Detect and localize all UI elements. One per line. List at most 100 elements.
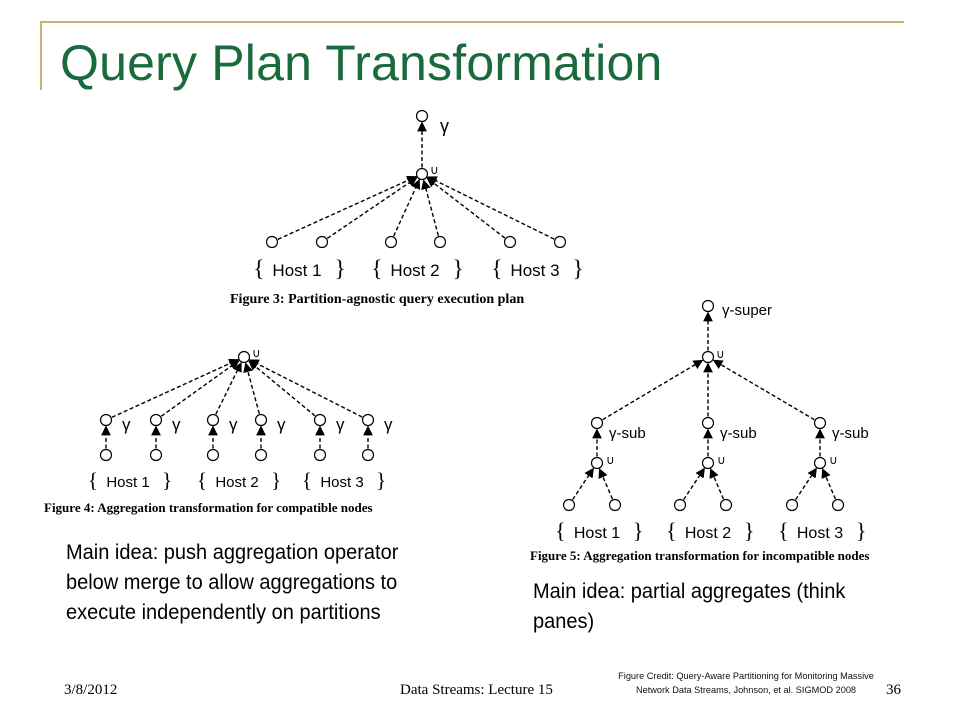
plan-arrow bbox=[248, 359, 363, 418]
plan-arrow bbox=[326, 177, 418, 239]
plan-node bbox=[701, 456, 715, 470]
plan-node bbox=[206, 413, 220, 427]
plan-node bbox=[785, 498, 799, 512]
plan-arrow bbox=[712, 359, 815, 421]
plan-node bbox=[590, 456, 604, 470]
host-label: Host 3 bbox=[510, 261, 559, 280]
gamma-sub-label: γ-sub bbox=[720, 425, 757, 442]
brace-close: } bbox=[376, 468, 386, 492]
brace-open: { bbox=[778, 518, 789, 543]
main-idea-right-line: panes) bbox=[533, 609, 595, 633]
gamma-super-label: γ-super bbox=[722, 302, 772, 319]
plan-arrow bbox=[602, 359, 704, 421]
plan-node bbox=[813, 416, 827, 430]
plan-arrow bbox=[795, 467, 817, 500]
host-label: Host 1 bbox=[272, 261, 321, 280]
brace-close: } bbox=[453, 256, 464, 281]
slide-frame-left bbox=[40, 21, 42, 90]
union-symbol: ∪ bbox=[430, 163, 439, 177]
plan-arrow bbox=[683, 467, 705, 500]
footer-title: Data Streams: Lecture 15 bbox=[400, 682, 553, 698]
main-idea-left: Main idea: push aggregation operator bel… bbox=[66, 537, 398, 627]
plan-node bbox=[503, 235, 517, 249]
main-idea-left-line: execute independently on partitions bbox=[66, 600, 381, 624]
figure-credit-line: Figure Credit: Query-Aware Partitioning … bbox=[618, 671, 874, 681]
host-label: Host 2 bbox=[215, 474, 258, 491]
main-idea-right: Main idea: partial aggregates (think pan… bbox=[533, 576, 845, 636]
plan-arrow bbox=[598, 468, 614, 500]
plan-node bbox=[361, 448, 375, 462]
plan-node bbox=[149, 448, 163, 462]
plan-arrow bbox=[421, 179, 440, 236]
brace-close: } bbox=[335, 256, 346, 281]
figure-5-caption: Figure 5: Aggregation transformation for… bbox=[530, 548, 869, 563]
figure-credit: Figure Credit: Query-Aware Partitioning … bbox=[611, 669, 881, 697]
plan-arrow bbox=[111, 358, 239, 418]
main-idea-left-line: Main idea: push aggregation operator bbox=[66, 540, 399, 564]
brace-open: { bbox=[197, 468, 207, 492]
plan-node bbox=[254, 413, 268, 427]
union-symbol: ∪ bbox=[606, 453, 615, 467]
plan-node bbox=[265, 235, 279, 249]
union-symbol: ∪ bbox=[716, 347, 725, 361]
plan-node bbox=[673, 498, 687, 512]
plan-node bbox=[361, 413, 375, 427]
union-symbol: ∪ bbox=[252, 346, 261, 360]
plan-node bbox=[433, 235, 447, 249]
plan-arrow bbox=[160, 360, 240, 417]
gamma-sub-label: γ-sub bbox=[832, 425, 869, 442]
host-label: Host 3 bbox=[320, 474, 363, 491]
slide-title: Query Plan Transformation bbox=[60, 35, 663, 91]
brace-open: { bbox=[555, 518, 566, 543]
host-label: Host 2 bbox=[390, 261, 439, 280]
plan-node bbox=[315, 235, 329, 249]
plan-arrow bbox=[243, 362, 260, 414]
host-label: Host 2 bbox=[685, 525, 731, 542]
brace-open: { bbox=[302, 468, 312, 492]
plan-arrow bbox=[821, 468, 837, 500]
plan-node bbox=[701, 416, 715, 430]
plan-arrow bbox=[393, 179, 421, 237]
plan-arrow bbox=[248, 360, 316, 417]
brace-close: } bbox=[856, 518, 867, 543]
brace-close: } bbox=[162, 468, 172, 492]
figure-5: γ-super∪γ-sub∪{Host 1}γ-sub∪{Host 2}γ-su… bbox=[555, 299, 869, 543]
figure-3-caption: Figure 3: Partition-agnostic query execu… bbox=[230, 292, 524, 307]
plan-node bbox=[701, 299, 715, 313]
gamma-label: γ bbox=[122, 415, 131, 434]
figure-3: γ∪{Host 1}{Host 2}{Host 3} bbox=[253, 109, 584, 281]
plan-node bbox=[384, 235, 398, 249]
gamma-label: γ bbox=[172, 415, 181, 434]
plan-node bbox=[553, 235, 567, 249]
figure-credit-line: Network Data Streams, Johnson, et al. SI… bbox=[635, 685, 857, 695]
plan-node bbox=[313, 448, 327, 462]
main-idea-left-line: below merge to allow aggregations to bbox=[66, 570, 398, 594]
brace-open: { bbox=[371, 256, 382, 281]
plan-arrow bbox=[277, 175, 417, 240]
gamma-label: γ bbox=[229, 415, 238, 434]
slide-frame-top bbox=[42, 21, 904, 23]
gamma-label: γ bbox=[384, 415, 393, 434]
gamma-label: γ bbox=[277, 415, 286, 434]
plan-node bbox=[415, 167, 429, 181]
plan-node bbox=[831, 498, 845, 512]
plan-node bbox=[206, 448, 220, 462]
union-symbol: ∪ bbox=[717, 453, 726, 467]
brace-close: } bbox=[573, 256, 584, 281]
gamma-sub-label: γ-sub bbox=[609, 425, 646, 442]
plan-node bbox=[813, 456, 827, 470]
brace-open: { bbox=[491, 256, 502, 281]
brace-close: } bbox=[271, 468, 281, 492]
main-idea-right-line: Main idea: partial aggregates (think bbox=[533, 579, 846, 603]
plan-node bbox=[562, 498, 576, 512]
host-label: Host 1 bbox=[574, 525, 620, 542]
brace-open: { bbox=[88, 468, 98, 492]
brace-open: { bbox=[253, 256, 264, 281]
plan-arrow bbox=[426, 176, 555, 240]
figure-4-caption: Figure 4: Aggregation transformation for… bbox=[44, 500, 373, 515]
plan-arrow bbox=[215, 361, 242, 415]
plan-node bbox=[237, 350, 251, 364]
host-label: Host 1 bbox=[106, 474, 149, 491]
